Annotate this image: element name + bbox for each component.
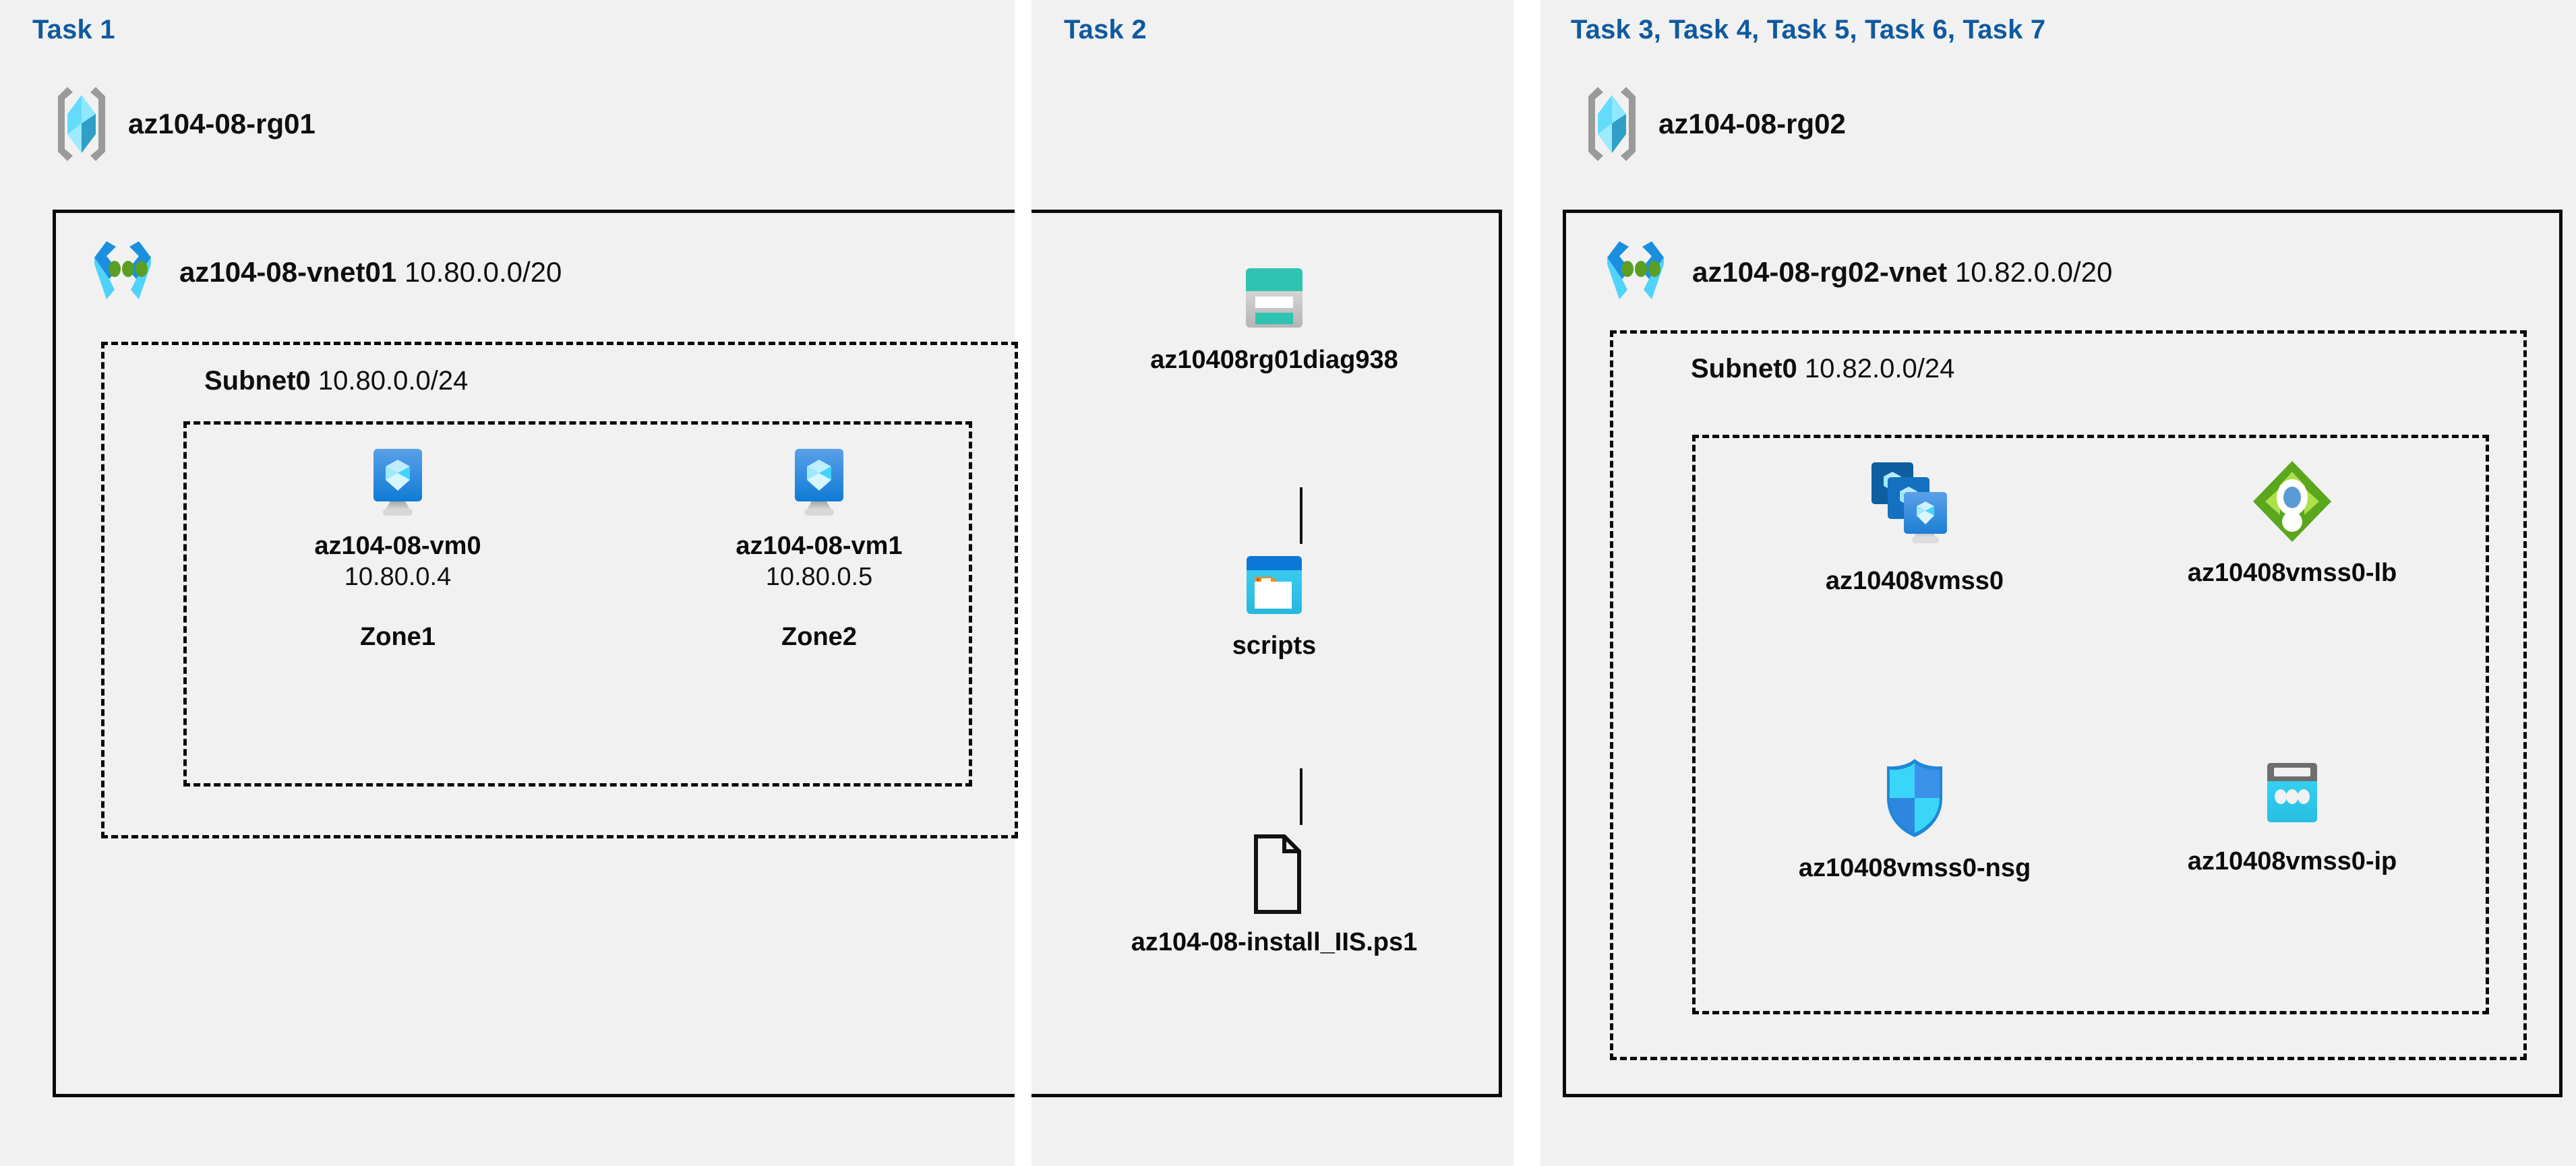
subnet-name: Subnet0 — [204, 366, 311, 396]
public-ip-name: az10408vmss0-ip — [2187, 847, 2397, 876]
zone-boundary-task1 — [183, 421, 972, 787]
subnet-title-task3: Subnet0 10.82.0.0/24 — [1691, 354, 1954, 384]
resource-group-task3: az104-08-rg02 — [1583, 84, 1846, 164]
vnet-boundary-task1 — [53, 210, 1502, 1097]
vmss-node: az10408vmss0 — [1766, 458, 2063, 596]
vnet-title-task3: az104-08-rg02-vnet 10.82.0.0/20 — [1692, 256, 2112, 288]
subnet-title-task1: Subnet0 10.80.0.0/24 — [204, 366, 468, 396]
vm-ip: 10.80.0.5 — [765, 562, 873, 591]
resource-group-name: az104-08-rg02 — [1658, 108, 1846, 140]
vm-name: az104-08-vm0 — [314, 532, 481, 560]
blob-container-icon — [1241, 553, 1307, 619]
network-security-group-icon — [1875, 755, 1954, 841]
panel-task1 — [0, 0, 1015, 1166]
task3-label: Task 3, Task 4, Task 5, Task 6, Task 7 — [1571, 15, 2046, 44]
vnet-header-task3: az104-08-rg02-vnet 10.82.0.0/20 — [1599, 237, 2112, 307]
resource-group-name: az104-08-rg01 — [128, 108, 316, 140]
vnet-title-task1: az104-08-vnet01 10.80.0.0/20 — [179, 256, 562, 288]
subnet-name: Subnet0 — [1691, 354, 1797, 383]
resource-group-icon — [1583, 84, 1641, 164]
vm-node-0: az104-08-vm0 10.80.0.4 Zone1 — [276, 445, 519, 652]
script-file-name: az104-08-install_IIS.ps1 — [1131, 928, 1418, 956]
blob-container-node: scripts — [1146, 553, 1402, 661]
resource-boundary-task3 — [1692, 435, 2489, 1014]
public-ip-node: az10408vmss0-ip — [2144, 755, 2440, 877]
virtual-network-icon — [1599, 237, 1672, 307]
connector-container-to-file — [1300, 768, 1302, 825]
nsg-name: az10408vmss0-nsg — [1798, 854, 2031, 882]
vmss-name: az10408vmss0 — [1825, 567, 2004, 595]
vnet-cidr: 10.82.0.0/20 — [1954, 256, 2113, 288]
subnet-cidr: 10.82.0.0/24 — [1804, 354, 1955, 383]
subnet-cidr: 10.80.0.0/24 — [318, 366, 469, 396]
connector-storage-to-container — [1300, 487, 1302, 544]
virtual-network-icon — [86, 237, 159, 307]
task1-label: Task 1 — [32, 15, 115, 44]
file-icon — [1239, 833, 1309, 915]
script-file-node: az104-08-install_IIS.ps1 — [1131, 833, 1417, 958]
vnet-cidr: 10.80.0.0/20 — [404, 256, 562, 288]
subnet-boundary-task3 — [1610, 330, 2527, 1060]
vm-zone: Zone1 — [360, 623, 436, 652]
virtual-machine-icon — [783, 445, 856, 519]
vm-scale-set-icon — [1863, 458, 1966, 554]
resource-group-task1: az104-08-rg01 — [53, 84, 316, 164]
vnet-name: az104-08-vnet01 — [179, 256, 397, 288]
vm-name: az104-08-vm1 — [736, 532, 903, 560]
vnet-boundary-task3 — [1563, 210, 2563, 1097]
vm-ip: 10.80.0.4 — [344, 562, 452, 591]
blob-container-name: scripts — [1232, 632, 1317, 660]
public-ip-address-icon — [2255, 755, 2329, 834]
storage-account-icon — [1240, 263, 1308, 333]
load-balancer-icon — [2249, 458, 2335, 546]
load-balancer-node: az10408vmss0-lb — [2144, 458, 2440, 588]
load-balancer-name: az10408vmss0-lb — [2187, 559, 2397, 587]
storage-account-name: az10408rg01diag938 — [1150, 346, 1398, 374]
vnet-header-task1: az104-08-vnet01 10.80.0.0/20 — [86, 237, 562, 307]
vnet-name: az104-08-rg02-vnet — [1692, 256, 1948, 288]
nsg-node: az10408vmss0-nsg — [1766, 755, 2063, 884]
vm-zone: Zone2 — [781, 623, 857, 652]
storage-account-node: az10408rg01diag938 — [1146, 263, 1402, 375]
resource-group-icon — [53, 84, 111, 164]
vm-node-1: az104-08-vm1 10.80.0.5 Zone2 — [698, 445, 940, 652]
panel-task3 — [1540, 0, 2576, 1166]
task2-label: Task 2 — [1064, 15, 1147, 44]
panel-gap-right — [1514, 0, 1540, 1166]
subnet-boundary-task1 — [101, 342, 1018, 838]
virtual-machine-icon — [361, 445, 434, 519]
